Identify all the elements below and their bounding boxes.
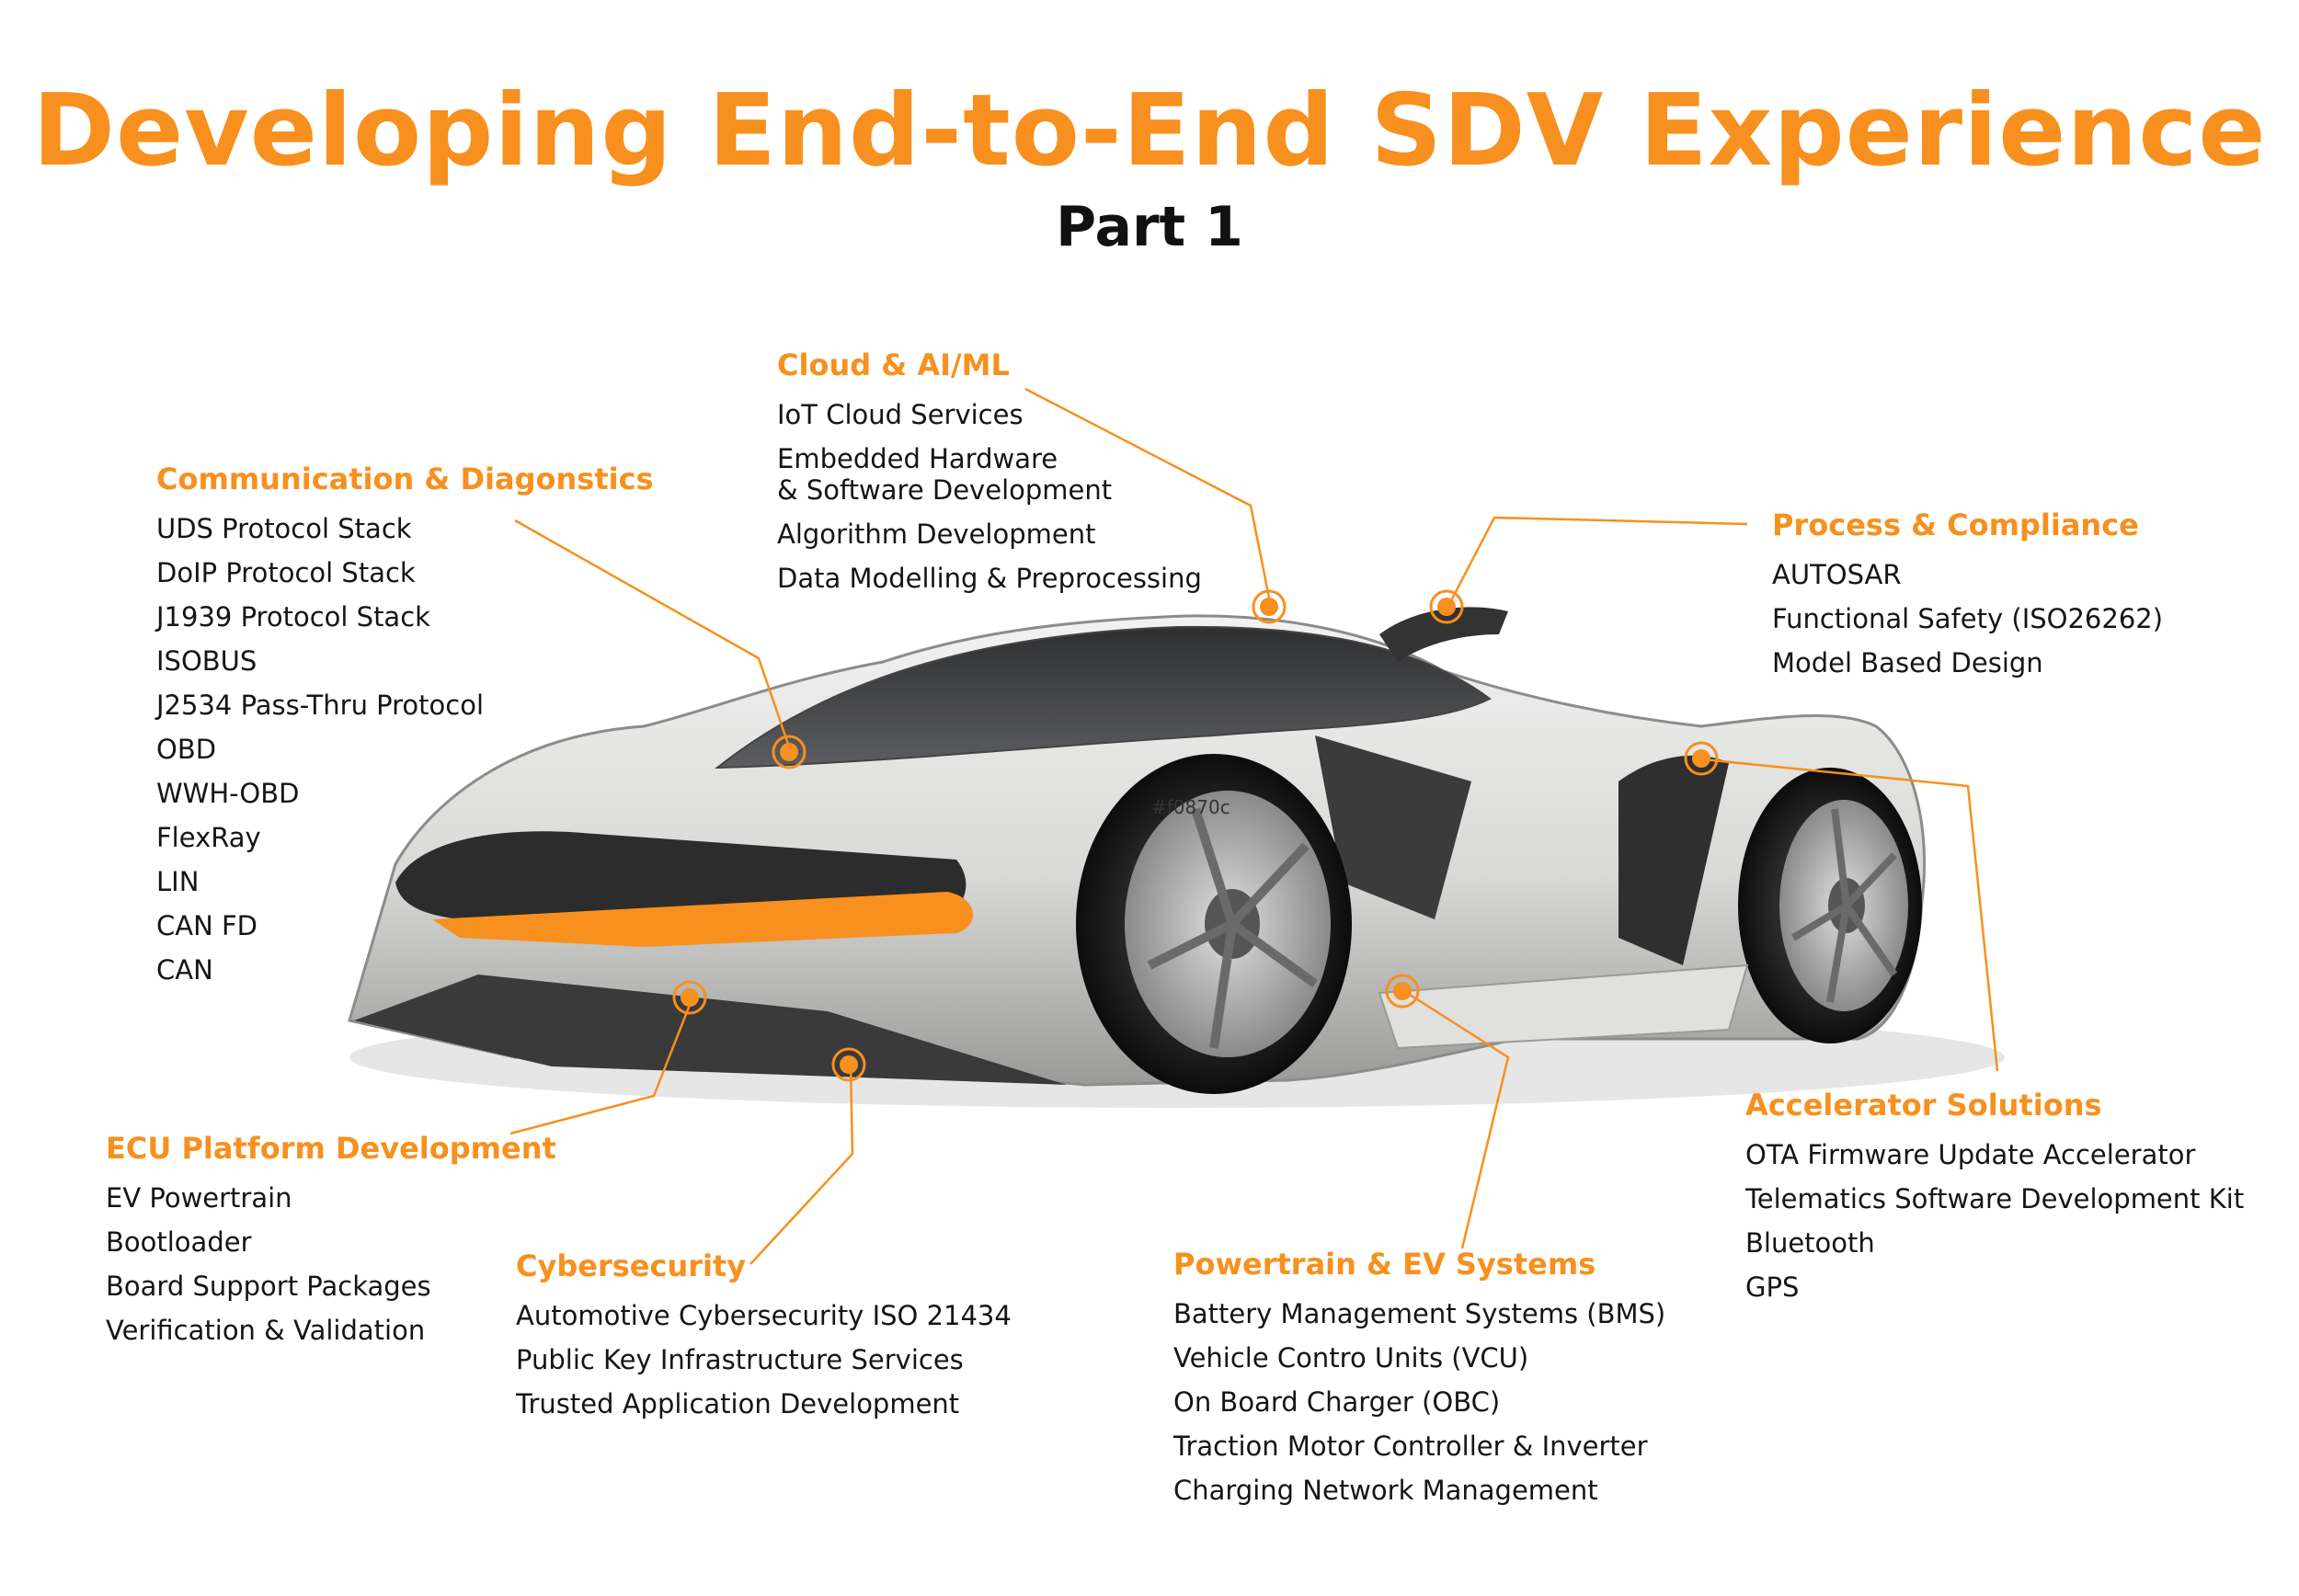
list-item: Bootloader — [106, 1226, 252, 1258]
side-skirt — [1378, 963, 1749, 1050]
connector-accel — [1702, 758, 1999, 1072]
orange-light-strip — [432, 892, 974, 947]
list-item: Bluetooth — [1745, 1227, 1875, 1259]
group-powertrain-ev: Powertrain & EV Systems Battery Manageme… — [1173, 1247, 1665, 1519]
list-item: Model Based Design — [1772, 647, 2043, 678]
group-heading: Accelerator Solutions — [1745, 1088, 2102, 1123]
group-heading: ECU Platform Development — [106, 1131, 556, 1166]
list-item: AUTOSAR — [1772, 559, 1902, 590]
connector-process — [1445, 516, 1748, 610]
list-item: Vehicle Contro Units (VCU) — [1173, 1342, 1529, 1374]
list-item: DoIP Protocol Stack — [156, 557, 416, 588]
marker-process — [1429, 589, 1464, 624]
list-item: Battery Management Systems (BMS) — [1173, 1298, 1666, 1329]
group-heading: Cloud & AI/ML — [777, 348, 1010, 382]
list-item: Board Support Packages — [106, 1271, 431, 1302]
group-heading: Communication & Diagonstics — [156, 462, 654, 496]
list-item: Functional Safety (ISO26262) — [1772, 603, 2164, 634]
list-item: CAN — [156, 954, 213, 986]
list-item: On Board Charger (OBC) — [1173, 1386, 1501, 1418]
page-title: Developing End-to-End SDV Experience — [32, 74, 2267, 188]
list-item: FlexRay — [156, 822, 261, 853]
marker-accel — [1684, 741, 1719, 776]
list-item: Trusted Application Development — [516, 1388, 960, 1419]
marker-cloud — [1252, 589, 1287, 624]
connector-cloud — [1024, 387, 1274, 612]
list-item: ISOBUS — [156, 645, 257, 677]
front-splitter — [354, 975, 1067, 1085]
list-item: EV Powertrain — [106, 1182, 292, 1214]
connector-comm — [514, 519, 793, 753]
group-accelerator-solutions: Accelerator Solutions OTA Firmware Updat… — [1745, 1088, 2244, 1316]
list-item: Public Key Infrastructure Services — [516, 1344, 964, 1375]
list-item: UDS Protocol Stack — [156, 513, 412, 544]
list-item: LIN — [156, 866, 200, 897]
list-item: Embedded Hardware & Software Development — [777, 443, 1113, 506]
list-item: J1939 Protocol Stack — [156, 601, 430, 633]
marker-cyber — [831, 1047, 866, 1082]
marker-powertrain — [1385, 974, 1420, 1009]
marker-ecu — [672, 980, 707, 1015]
rear-spoiler — [1379, 607, 1508, 662]
list-item: Data Modelling & Preprocessing — [777, 563, 1202, 594]
connector-lines — [509, 387, 1999, 1265]
list-item: IoT Cloud Services — [777, 399, 1024, 430]
group-heading: Powertrain & EV Systems — [1173, 1247, 1596, 1282]
list-item: J2534 Pass-Thru Protocol — [156, 690, 485, 721]
connector-powertrain — [1406, 991, 1510, 1249]
car-stamp-label: #f0870c — [1151, 796, 1230, 818]
group-communication-diagnostics: Communication & Diagonstics UDS Protocol… — [156, 462, 654, 998]
list-item: Traction Motor Controller & Inverter — [1173, 1431, 1648, 1462]
group-process-compliance: Process & Compliance AUTOSAR Functional S… — [1772, 507, 2163, 691]
group-heading: Cybersecurity — [516, 1248, 747, 1283]
marker-comm — [772, 735, 806, 770]
markers — [672, 589, 1719, 1082]
list-item: Algorithm Development — [777, 519, 1096, 550]
page-subtitle: Part 1 — [1056, 195, 1243, 259]
group-cybersecurity: Cybersecurity Automotive Cybersecurity I… — [516, 1248, 1012, 1432]
list-item: Automotive Cybersecurity ISO 21434 — [516, 1300, 1012, 1331]
list-item: Verification & Validation — [106, 1315, 426, 1346]
list-item: OTA Firmware Update Accelerator — [1745, 1139, 2196, 1170]
car-canopy — [715, 625, 1492, 770]
group-list: Battery Management Systems (BMS) Vehicle … — [1173, 1298, 1665, 1506]
list-item: WWH-OBD — [156, 778, 300, 809]
side-intake — [1315, 735, 1471, 919]
front-wheel — [1076, 754, 1352, 1094]
group-heading: Process & Compliance — [1772, 507, 2139, 542]
list-item: Charging Network Management — [1173, 1475, 1598, 1506]
connector-cyber — [749, 1066, 854, 1265]
list-item: CAN FD — [156, 910, 258, 941]
list-item: GPS — [1745, 1271, 1800, 1303]
front-intake — [395, 831, 966, 919]
rear-intake — [1618, 755, 1729, 965]
rear-wheel — [1738, 768, 1922, 1043]
list-item: OBD — [156, 734, 217, 765]
list-item: Telematics Software Development Kit — [1745, 1183, 2245, 1214]
connector-ecu — [509, 999, 693, 1135]
group-list: AUTOSAR Functional Safety (ISO26262) Model… — [1772, 559, 2163, 678]
